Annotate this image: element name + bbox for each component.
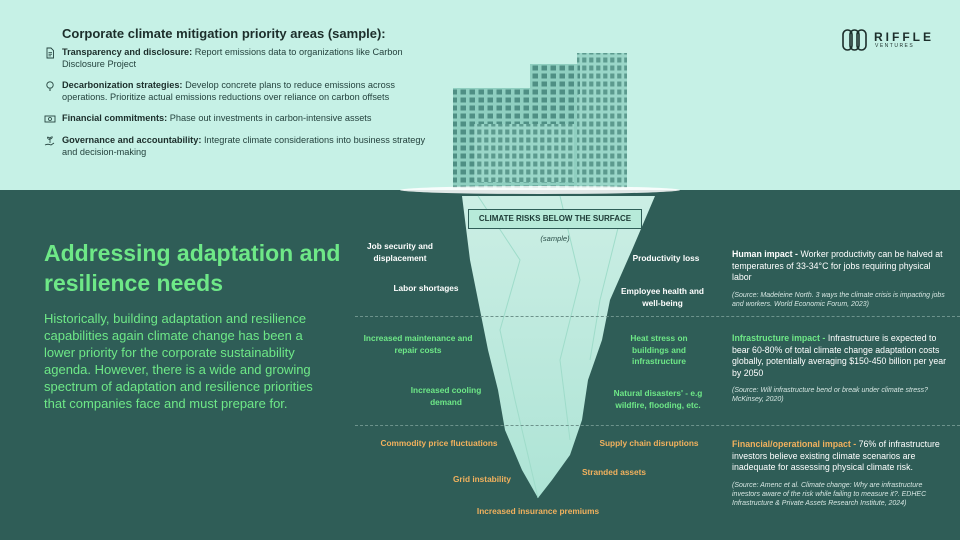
mitigation-label: Decarbonization strategies: — [62, 80, 183, 90]
impact-text: 76% of infrastructure investors believe … — [732, 439, 940, 472]
impact-source: (Source: Madeleine North. 3 ways the cli… — [732, 291, 945, 308]
logo-word: RIFFLE — [874, 30, 934, 44]
risk-supply-chain: Supply chain disruptions — [599, 438, 699, 448]
risk-cooling-demand: Increased cooling demand — [410, 385, 482, 407]
mitigation-text: Develop concrete plans to reduce emissio… — [62, 80, 395, 102]
mitigation-item-financial: Financial commitments: Phase out investm… — [44, 113, 434, 125]
sample-note: (sample) — [540, 234, 570, 243]
risk-natural-disasters: Natural disasters' - e.g wildfire, flood… — [613, 388, 703, 410]
risk-labor-shortages: Labor shortages — [393, 283, 459, 293]
mitigation-label: Transparency and disclosure: — [62, 47, 193, 57]
building-group — [453, 53, 627, 188]
building-top — [530, 64, 580, 94]
impact-human: Human impact - Worker productivity can b… — [732, 249, 950, 309]
body-paragraph: Historically, building adaptation and re… — [44, 311, 313, 411]
risk-productivity-loss: Productivity loss — [632, 253, 700, 263]
impact-text: Infrastructure is expected to bear 60-80… — [732, 333, 947, 378]
impact-source: (Source: Amenc et al. Climate change: Wh… — [732, 481, 927, 507]
risks-banner: CLIMATE RISKS BELOW THE SURFACE — [468, 209, 642, 229]
mitigation-title: Corporate climate mitigation priority ar… — [62, 26, 386, 41]
impact-infrastructure: Infrastructure impact - Infrastructure i… — [732, 333, 950, 404]
document-icon — [46, 47, 54, 59]
lightbulb-icon — [46, 81, 54, 91]
risk-employee-health: Employee health and well-being — [621, 286, 704, 308]
mitigation-label: Governance and accountability: — [62, 135, 202, 145]
plant-hand-icon — [44, 136, 55, 146]
impact-source: (Source: Will infrastructure bend or bre… — [732, 387, 929, 403]
mitigation-text: Integrate climate considerations into bu… — [62, 135, 426, 157]
headline: Addressing adaptation and resilience nee… — [44, 240, 341, 296]
mitigation-text: Report emissions data to organizations l… — [62, 47, 403, 69]
risk-commodity-price: Commodity price fluctuations — [380, 438, 498, 448]
iceberg — [462, 195, 655, 499]
building-front — [474, 124, 574, 182]
mitigation-item-governance: Governance and accountability: Integrate… — [44, 135, 434, 158]
risk-job-security: Job security and displacement — [367, 241, 433, 263]
impact-label: Human impact - — [732, 249, 798, 259]
impact-text: Worker productivity can be halved at tem… — [732, 249, 943, 282]
building-right — [577, 53, 627, 188]
impact-label: Financial/operational impact - — [732, 439, 857, 449]
separator-infra — [355, 425, 960, 426]
logo-mark-icon — [842, 29, 867, 51]
separator-human — [355, 316, 960, 317]
impact-label: Infrastructure impact - — [732, 333, 826, 343]
risk-grid-instability: Grid instability — [452, 474, 512, 484]
mitigation-item-transparency: Transparency and disclosure: Report emis… — [44, 47, 434, 70]
mitigation-label: Financial commitments: — [62, 113, 168, 123]
mitigation-item-decarbonization: Decarbonization strategies: Develop conc… — [44, 80, 434, 103]
money-icon — [44, 115, 56, 123]
mitigation-list: Transparency and disclosure: Report emis… — [44, 47, 434, 168]
risk-insurance-premiums: Increased insurance premiums — [476, 506, 600, 516]
riffle-ventures-logo: RIFFLE VENTURES — [842, 28, 934, 52]
impact-financial: Financial/operational impact - 76% of in… — [732, 439, 950, 508]
risk-stranded-assets: Stranded assets — [581, 467, 647, 477]
risk-heat-stress: Heat stress on buildings and infrastruct… — [630, 333, 688, 366]
mitigation-text: Phase out investments in carbon-intensiv… — [169, 113, 372, 123]
water-surface — [400, 186, 680, 194]
risk-maintenance-costs: Increased maintenance and repair costs — [363, 333, 473, 355]
logo-sub: VENTURES — [875, 43, 915, 49]
